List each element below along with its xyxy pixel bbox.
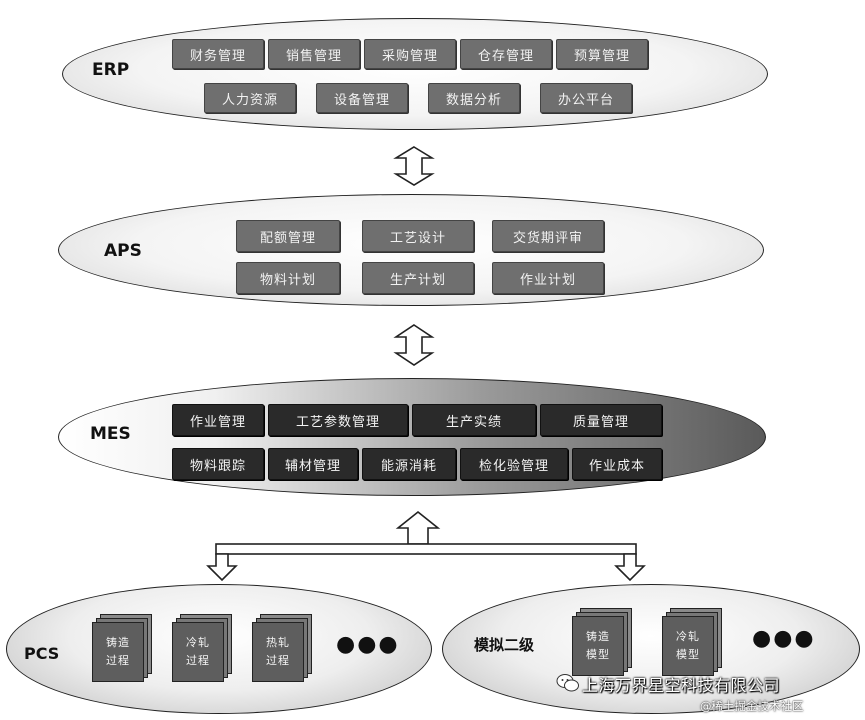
erp-module-budget: 预算管理 [556,39,648,69]
doc-line: 过程 [266,654,290,667]
erp-layer [62,18,768,130]
erp-module-sales: 销售管理 [268,39,360,69]
pcs-more-dots: ●●● [336,632,400,657]
doc-line: 冷轧 [186,636,210,649]
erp-module-analytics: 数据分析 [428,83,520,113]
sim-label: 模拟二级 [474,636,535,654]
sim-more-dots: ●●● [752,626,816,651]
pcs-label: PCS [24,644,60,663]
erp-module-hr: 人力资源 [204,83,296,113]
doc-line: 过程 [106,654,130,667]
doc-line: 铸造 [586,630,610,643]
aps-module-production-plan: 生产计划 [362,262,474,294]
aps-module-material-plan: 物料计划 [236,262,340,294]
company-watermark: 上海万界星空科技有限公司 [582,676,781,695]
erp-module-warehouse: 仓存管理 [460,39,552,69]
pcs-doc-cold-rolling: 冷轧过程 [172,614,234,684]
erp-module-finance: 财务管理 [172,39,264,69]
mes-module-inspection: 检化验管理 [460,448,568,480]
mes-label: MES [90,424,131,444]
aps-label: APS [104,241,142,261]
mes-module-quality: 质量管理 [540,404,662,436]
erp-label: ERP [92,60,130,80]
double-arrow-icon [393,146,435,186]
doc-line: 冷轧 [676,630,700,643]
aps-module-delivery-review: 交货期评审 [492,220,604,252]
mes-module-process-params: 工艺参数管理 [268,404,408,436]
aps-module-quota: 配额管理 [236,220,340,252]
wechat-icon [556,674,579,692]
sim-doc-casting: 铸造模型 [572,608,634,678]
aps-module-job-plan: 作业计划 [492,262,604,294]
doc-line: 模型 [586,648,610,661]
mes-module-production-results: 生产实绩 [412,404,536,436]
erp-module-equipment: 设备管理 [316,83,408,113]
mes-module-job-mgmt: 作业管理 [172,404,264,436]
doc-line: 模型 [676,648,700,661]
aps-module-process-design: 工艺设计 [362,220,474,252]
pcs-doc-casting: 铸造过程 [92,614,154,684]
doc-line: 热轧 [266,636,290,649]
sim-layer [442,584,860,714]
pcs-doc-hot-rolling: 热轧过程 [252,614,314,684]
mes-module-job-cost: 作业成本 [572,448,662,480]
erp-module-office: 办公平台 [540,83,632,113]
double-arrow-icon [393,324,435,366]
sim-doc-cold-rolling: 冷轧模型 [662,608,724,678]
branch-arrow-icon [206,510,646,582]
mes-module-auxiliary-materials: 辅材管理 [268,448,358,480]
doc-line: 过程 [186,654,210,667]
mes-module-energy: 能源消耗 [362,448,456,480]
erp-module-purchase: 采购管理 [364,39,456,69]
mes-module-material-tracking: 物料跟踪 [172,448,264,480]
doc-line: 铸造 [106,636,130,649]
community-watermark: @稀土掘金技术社区 [700,699,804,713]
